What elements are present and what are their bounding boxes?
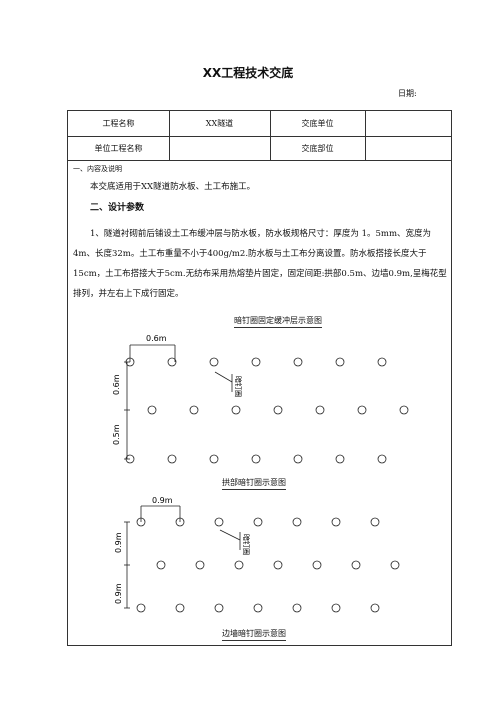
diagram2-dim-h: 0.9m [152, 496, 173, 505]
nail-circle [312, 560, 322, 570]
nail-circle [234, 560, 244, 570]
diagram1-title: 暗钉圈固定缓冲层示意图 [234, 315, 322, 328]
nail-circle [292, 517, 302, 527]
diagram1-dim-h: 0.6m [146, 334, 167, 343]
diagram1-label: 暗钉圈 [234, 376, 243, 397]
nail-circle [331, 603, 341, 613]
nail-circle [377, 357, 387, 367]
diagram1-dim-v2: 0.5m [112, 424, 121, 445]
nail-circle [253, 603, 263, 613]
nail-circle [335, 454, 345, 464]
project-name-label: 工程名称 [102, 119, 135, 128]
nail-circle [377, 454, 387, 464]
diagram2-caption: 边墙暗钉圈示意图 [222, 628, 286, 641]
nail-circle [136, 603, 146, 613]
nail-circle [209, 454, 219, 464]
nail-circle [214, 603, 224, 613]
intro-text: 本交底适用于XX隧道防水板、土工布施工。 [90, 182, 256, 192]
nail-circle [370, 603, 380, 613]
section-title: 一、内容及说明 [73, 165, 122, 173]
nail-circle [331, 517, 341, 527]
diagram1-dim-v1: 0.6m [112, 374, 121, 395]
nail-circle [136, 517, 146, 527]
table-row: 单位工程名称 交底部位 [68, 137, 451, 161]
table-row: 工程名称 XX隧道 交底单位 [68, 111, 451, 137]
design-params-heading: 二、设计参数 [90, 203, 145, 213]
nail-circle [293, 454, 303, 464]
nail-circle [209, 357, 219, 367]
nail-circle [370, 517, 380, 527]
nail-circle [292, 603, 302, 613]
params-paragraph: 1、隧道衬砌前后铺设土工布缓冲层与防水板，防水板规格尺寸：厚度为 1。5mm、宽… [73, 229, 447, 299]
project-name-value: XX隧道 [205, 119, 234, 128]
date-label: 日期: [398, 89, 417, 98]
nail-circle [251, 454, 261, 464]
nail-circle [293, 357, 303, 367]
nail-circle [147, 405, 157, 415]
nail-circle [167, 357, 177, 367]
nail-circle [399, 405, 409, 415]
nail-circle [231, 405, 241, 415]
wall-nail-diagram [124, 505, 400, 613]
nail-circle [273, 405, 283, 415]
arch-nail-diagram [124, 344, 409, 464]
nail-circle [253, 517, 263, 527]
diagram1-caption: 拱部暗钉圈示意图 [222, 477, 286, 490]
nail-circle [251, 357, 261, 367]
nail-circle [273, 560, 283, 570]
nail-circle [125, 357, 135, 367]
nail-circle [357, 405, 367, 415]
nail-circle [214, 517, 224, 527]
nail-circle [315, 405, 325, 415]
disclosure-unit-label: 交底单位 [301, 119, 334, 128]
diagram2-label: 暗钉圈 [242, 534, 251, 555]
nail-circle [351, 560, 361, 570]
document-title: XX工程技术交底 [202, 66, 294, 80]
nail-circle [335, 357, 345, 367]
unit-project-label: 单位工程名称 [94, 144, 143, 153]
nail-circle [125, 454, 135, 464]
disclosure-part-label: 交底部位 [301, 144, 334, 153]
diagram2-dim-v1: 0.9m [114, 532, 123, 553]
nail-circle [195, 560, 205, 570]
nail-circle [175, 517, 185, 527]
nail-circle [167, 454, 177, 464]
nail-circle [156, 560, 166, 570]
nail-circle [189, 405, 199, 415]
nail-circle [390, 560, 400, 570]
nail-circle [175, 603, 185, 613]
diagram2-dim-v2: 0.9m [114, 583, 123, 604]
disclosure-sheet: 工程名称 XX隧道 交底单位 单位工程名称 交底部位 一、内容及说明 本交底适用… [67, 110, 452, 646]
